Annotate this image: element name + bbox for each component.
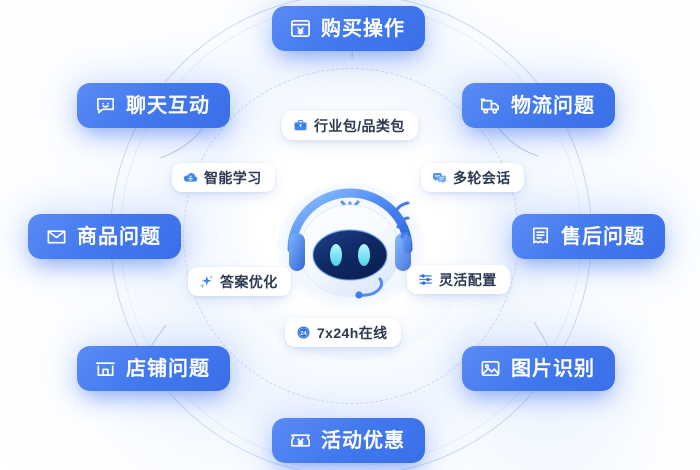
chip-label: 智能学习: [204, 169, 262, 186]
pill-promo[interactable]: 活动优惠: [272, 418, 425, 463]
cloud-brain-icon: [183, 173, 198, 182]
receipt-yen-icon: [291, 20, 310, 37]
pill-product[interactable]: 商品问题: [28, 214, 181, 259]
chip-label: 答案优化: [220, 273, 278, 290]
coupon-yen-icon: [291, 434, 310, 447]
dialog-icon: [433, 173, 446, 184]
bag-icon: [47, 230, 66, 244]
pill-label: 物流问题: [511, 94, 595, 117]
pill-image[interactable]: 图片识别: [462, 346, 615, 391]
chip-packages[interactable]: 行业包/品类包: [282, 111, 418, 140]
pill-purchase[interactable]: 购买操作: [272, 6, 425, 51]
pill-label: 购买操作: [321, 17, 405, 40]
pill-label: 活动优惠: [321, 429, 405, 452]
invoice-icon: [532, 227, 549, 244]
pill-label: 店铺问题: [126, 357, 210, 380]
pill-chat[interactable]: 聊天互动: [77, 83, 230, 128]
pill-label: 商品问题: [77, 225, 161, 248]
chip-flexible-config[interactable]: 灵活配置: [407, 265, 510, 294]
svg-text:24: 24: [300, 331, 307, 337]
truck-icon: [480, 98, 499, 114]
sliders-icon: [419, 274, 432, 285]
chip-label: 7x24h在线: [317, 324, 388, 341]
clock-24-icon: 24: [297, 326, 310, 339]
chip-learning[interactable]: 智能学习: [172, 163, 275, 192]
pill-logistics[interactable]: 物流问题: [462, 83, 615, 128]
ai-robot-mascot: [276, 183, 424, 311]
pill-shop[interactable]: 店铺问题: [77, 346, 230, 391]
photo-icon: [481, 360, 500, 377]
chip-label: 行业包/品类包: [314, 117, 405, 134]
pill-label: 图片识别: [511, 357, 595, 380]
chip-online-247[interactable]: 24 7x24h在线: [285, 318, 401, 347]
pill-aftersale[interactable]: 售后问题: [512, 214, 665, 259]
chat-smile-icon: [97, 97, 114, 114]
pill-label: 售后问题: [561, 225, 645, 248]
pill-label: 聊天互动: [126, 94, 210, 117]
chip-answer-optimization[interactable]: 答案优化: [188, 267, 291, 296]
sparkle-icon: [200, 276, 213, 288]
briefcase-icon: [294, 119, 307, 131]
chip-label: 多轮会话: [453, 169, 511, 186]
chip-multiturn[interactable]: 多轮会话: [421, 163, 524, 192]
storefront-icon: [96, 362, 115, 377]
chip-label: 灵活配置: [439, 271, 497, 288]
